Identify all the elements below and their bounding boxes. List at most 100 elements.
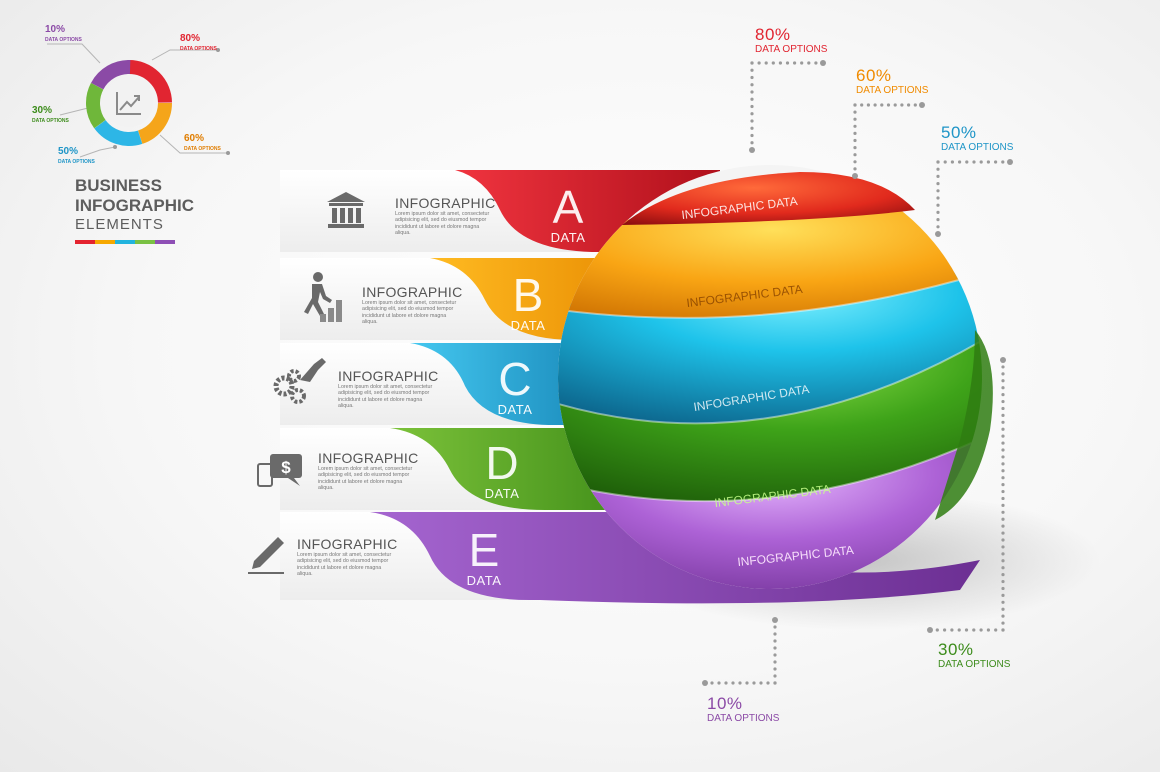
leader-dot bbox=[750, 104, 754, 109]
bank-icon bbox=[327, 192, 365, 228]
leader-dot bbox=[935, 628, 939, 632]
mini-leader-10 bbox=[47, 43, 101, 64]
leader-dot bbox=[1001, 628, 1005, 632]
leader-dot bbox=[772, 617, 778, 623]
title-line-2: INFOGRAPHIC bbox=[75, 196, 194, 215]
leader-dot bbox=[853, 153, 857, 157]
big-label-30: 30% DATA OPTIONS bbox=[938, 640, 1011, 670]
mini-donut-purple bbox=[86, 59, 172, 146]
leader-dot bbox=[936, 196, 940, 200]
big-label-10: 10% DATA OPTIONS bbox=[707, 694, 780, 724]
leader-dot bbox=[853, 124, 857, 128]
leader-dot bbox=[919, 102, 925, 108]
leader-dot bbox=[853, 131, 857, 135]
leader-dot bbox=[750, 126, 754, 130]
leader-dot bbox=[936, 189, 940, 193]
row-d-letter: D bbox=[485, 437, 519, 489]
leader-dot bbox=[800, 61, 804, 65]
leader-dot bbox=[764, 61, 768, 65]
leader-dot bbox=[773, 667, 777, 671]
leader-dot bbox=[1001, 614, 1005, 618]
leader-dot bbox=[1001, 559, 1005, 563]
leader-dot bbox=[1001, 393, 1005, 397]
leader-dot bbox=[1001, 593, 1005, 597]
dollar-chat-icon: $ bbox=[257, 454, 302, 487]
title-bar-green bbox=[135, 240, 155, 244]
leader-dot bbox=[1001, 503, 1005, 507]
leader-dot bbox=[979, 628, 983, 632]
pen-icon bbox=[248, 537, 284, 574]
gears-hand-icon bbox=[273, 358, 326, 404]
row-d-data: DATA bbox=[484, 486, 520, 501]
leader-dot bbox=[957, 628, 961, 632]
leader-dot bbox=[1001, 483, 1005, 487]
leader-dot bbox=[1001, 406, 1005, 411]
leader-dot bbox=[1001, 545, 1005, 549]
leader-dot bbox=[950, 628, 954, 632]
row-e-desc: Lorem ipsum dolor sit amet, consectetur … bbox=[297, 552, 392, 578]
leader-dot bbox=[773, 625, 777, 629]
leader-dot bbox=[771, 61, 775, 65]
dotted-leaders bbox=[702, 60, 1013, 686]
leader-dot bbox=[1001, 427, 1005, 431]
leader-dot bbox=[935, 231, 941, 237]
row-b-title: INFOGRAPHIC bbox=[362, 284, 463, 300]
leader-dot bbox=[757, 61, 761, 65]
mini-leader-60 bbox=[159, 134, 228, 154]
row-b-label: B DATA bbox=[498, 272, 558, 333]
leader-dot bbox=[943, 160, 947, 164]
leader-dot bbox=[750, 112, 754, 116]
leader-dot bbox=[986, 628, 991, 632]
mini-label-30: 30% DATA OPTIONS bbox=[32, 105, 69, 125]
row-c-text: INFOGRAPHIC Lorem ipsum dolor sit amet, … bbox=[338, 368, 439, 410]
leader-dot bbox=[773, 653, 777, 657]
leader-dot bbox=[972, 628, 976, 632]
leader-dot bbox=[852, 173, 858, 179]
leader-dot bbox=[1001, 552, 1005, 556]
leader-dot bbox=[1001, 420, 1005, 424]
row-e-letter: E bbox=[468, 524, 500, 576]
leader-dot bbox=[750, 97, 754, 101]
leader-dot bbox=[731, 681, 735, 685]
leader-dot bbox=[1001, 524, 1005, 528]
leader-dot bbox=[750, 90, 754, 94]
leader-dot bbox=[1001, 600, 1005, 604]
leader-dot bbox=[1001, 586, 1005, 591]
row-a-data: DATA bbox=[550, 230, 586, 245]
leader-dot bbox=[773, 632, 777, 636]
row-e-label: E DATA bbox=[454, 527, 514, 588]
big-label-60: 60% DATA OPTIONS bbox=[856, 66, 929, 96]
leader-dot bbox=[820, 60, 826, 66]
sphere-band-red bbox=[622, 172, 915, 225]
leader-dot bbox=[964, 628, 969, 632]
sphere bbox=[558, 165, 982, 589]
leader-dot bbox=[936, 203, 940, 207]
row-c-desc: Lorem ipsum dolor sit amet, consectetur … bbox=[338, 384, 433, 410]
leader-dot bbox=[1001, 455, 1005, 459]
leader-dot bbox=[913, 103, 917, 107]
title-bar-purple bbox=[155, 240, 175, 244]
leader-dot bbox=[853, 167, 857, 171]
row-d-label: D DATA bbox=[472, 440, 532, 501]
title-bar-orange bbox=[95, 240, 115, 244]
leader-dot bbox=[880, 103, 884, 107]
title-line-1: BUSINESS bbox=[75, 176, 162, 195]
leader-dot bbox=[1001, 517, 1005, 521]
leader-dot bbox=[750, 141, 754, 145]
climbing-stairs-icon bbox=[304, 272, 342, 322]
title-color-bar bbox=[75, 240, 194, 244]
row-e-title: INFOGRAPHIC bbox=[297, 536, 398, 552]
leader-dot bbox=[750, 75, 754, 80]
leader-dot bbox=[1001, 607, 1005, 611]
row-c-data: DATA bbox=[497, 402, 533, 417]
leader-dot bbox=[1001, 448, 1005, 452]
row-d-title: INFOGRAPHIC bbox=[318, 450, 419, 466]
row-c-letter: C bbox=[498, 353, 532, 405]
leader-dot bbox=[927, 627, 933, 633]
leader-dot bbox=[972, 160, 976, 164]
leader-dot bbox=[773, 639, 777, 643]
leader-dot bbox=[1001, 399, 1005, 404]
mini-donut-graphic bbox=[47, 43, 230, 158]
title-block: BUSINESS INFOGRAPHIC ELEMENTS bbox=[75, 176, 194, 244]
